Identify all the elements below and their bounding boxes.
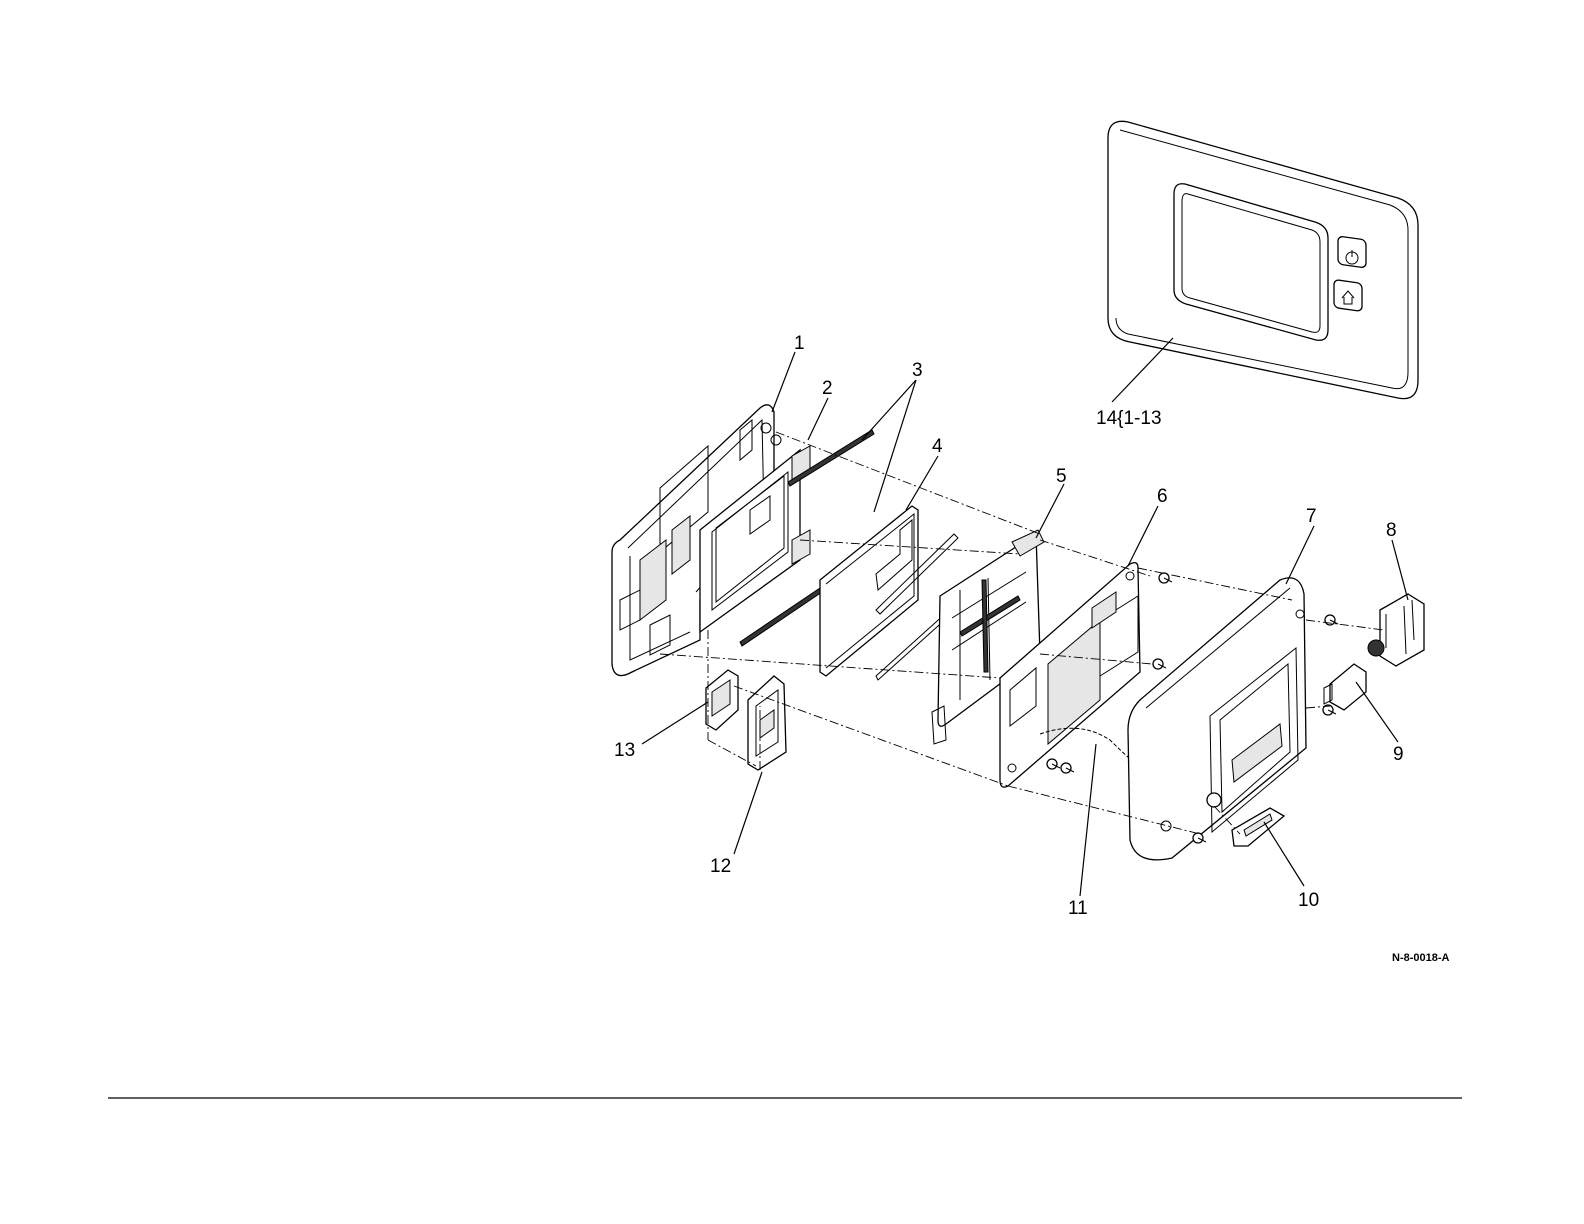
part-12-mount [748, 676, 786, 770]
callout-11: 11 [1068, 898, 1088, 919]
callout-14: 14{1-13 [1096, 408, 1162, 429]
power-icon [1338, 236, 1366, 268]
callout-8: 8 [1386, 520, 1397, 541]
callout-5: 5 [1056, 466, 1067, 487]
callout-9: 9 [1393, 744, 1404, 765]
part-10-latch [1232, 808, 1284, 846]
screw-7 [1193, 833, 1206, 843]
figure-id: N-8-0018-A [1392, 952, 1450, 964]
screw-5 [1047, 759, 1060, 769]
callout-13: 13 [614, 740, 635, 761]
screw-1 [1159, 573, 1172, 583]
callout-10: 10 [1298, 890, 1319, 911]
home-icon [1334, 279, 1362, 311]
screw-6 [1061, 763, 1074, 773]
callout-3: 3 [912, 360, 923, 381]
callout-2: 2 [822, 378, 833, 399]
callout-6: 6 [1157, 486, 1168, 507]
leader-14 [1112, 338, 1173, 402]
callout-7: 7 [1306, 506, 1317, 527]
callout-1: 1 [794, 333, 805, 354]
screw-2 [1153, 659, 1166, 669]
part-8-clip [1368, 594, 1424, 666]
part-4-lcd-panel [820, 506, 958, 680]
callout-12: 12 [710, 856, 731, 877]
part-13-connector [706, 670, 738, 730]
callout-4: 4 [932, 436, 943, 457]
